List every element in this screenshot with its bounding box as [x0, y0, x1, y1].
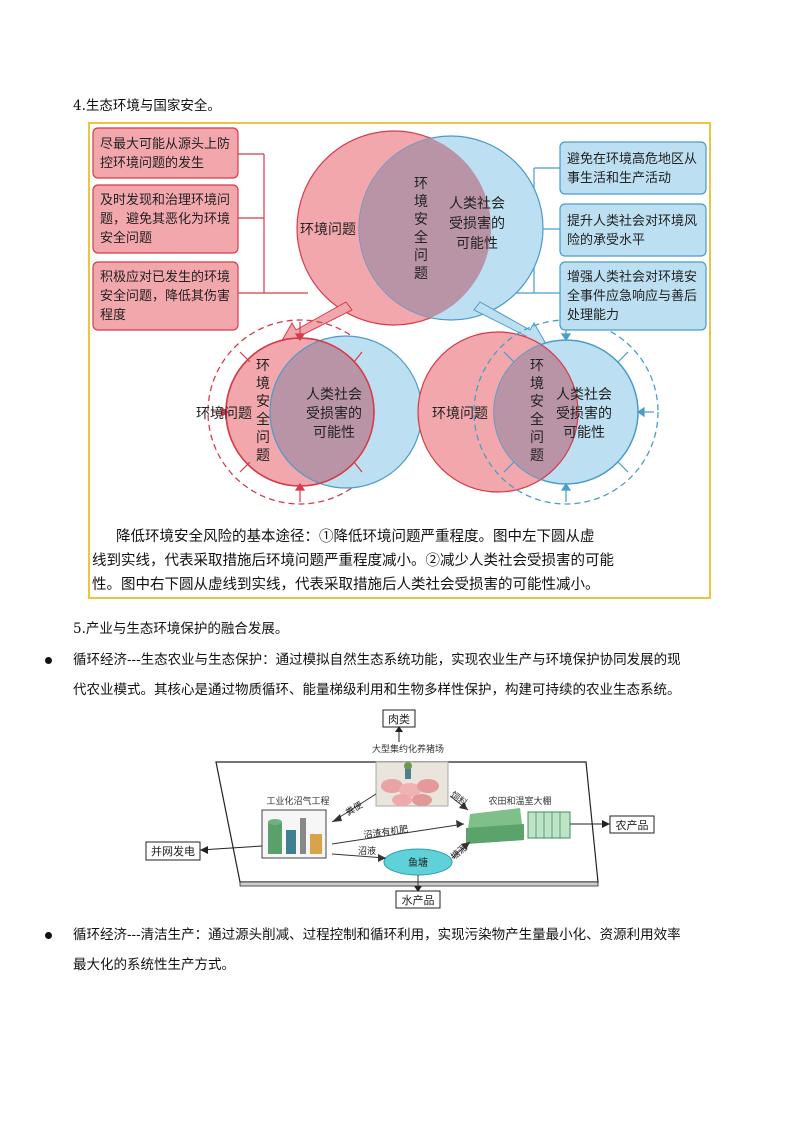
aquatic-products-box	[395, 890, 441, 909]
biogas-plant-illustration	[261, 809, 327, 859]
bullet2-line-2: 最大化的系统性生产方式。	[73, 957, 235, 973]
human-risk-top-line-2: 受损害的	[449, 216, 505, 232]
human-risk-top-line-1: 人类社会	[449, 196, 505, 212]
br-inward-arrows	[503, 322, 654, 502]
section5-heading: 5.产业与生态环境保护的融合发展。	[73, 621, 289, 637]
human-risk-top-line-3: 可能性	[456, 236, 498, 252]
overlap-char-bl-2: 境	[256, 376, 270, 392]
overlap-br	[494, 340, 578, 484]
overlap-char-top-4: 全	[414, 229, 428, 246]
diagram1-caption: 降低环境安全风险的基本途径：①降低环境问题严重程度。图中左下圆从虚 线到实线，代…	[92, 527, 614, 593]
human-risk-br-line-1: 人类社会	[556, 387, 612, 403]
biogas-label: 工业化沼气工程	[266, 795, 329, 807]
overlap-char-br-4: 全	[530, 411, 544, 428]
human-risk-br-line-3: 可能性	[563, 425, 605, 441]
overlap-char-br-2: 境	[530, 376, 544, 392]
meat-label: 肉类	[388, 712, 410, 726]
right-measure-boxes	[559, 141, 707, 331]
right-box-1-line-2: 事生活和生产活动	[567, 171, 671, 186]
overlap-char-br-1: 环	[530, 358, 544, 374]
left-box-2-line-2: 题，避免其恶化为环境	[100, 212, 230, 227]
agri-products-label: 农产品	[616, 818, 649, 832]
overlap-char-br-6: 题	[530, 448, 544, 464]
right-box-3-line-1: 增强人类社会对环境安	[567, 269, 697, 285]
overlap-char-bl-3: 安	[256, 394, 270, 410]
overlap-char-bl-4: 全	[256, 411, 270, 428]
left-measure-boxes	[92, 127, 239, 331]
right-box-1-line-1: 避免在环境高危地区从	[567, 151, 697, 167]
right-box-3-line-2: 全事件应急响应与善后	[567, 288, 697, 304]
environment-security-diagram: 尽最大可能从源头上防 控环境问题的发生 及时发现和治理环境问 题，避免其恶化为环…	[88, 122, 711, 599]
caption-line-2: 线到实线，代表采取措施后环境问题严重程度减小。②减少人类社会受损害的可能	[92, 551, 614, 569]
pig-farm-label: 大型集约化养猪场	[372, 743, 444, 755]
section4-heading: 4.生态环境与国家安全。	[73, 98, 221, 114]
overlap-char-top-2: 境	[414, 194, 428, 210]
overlap-char-top-6: 题	[414, 266, 428, 282]
overlap-char-top-5: 问	[414, 248, 428, 264]
left-box-1-line-1: 尽最大可能从源头上防	[100, 136, 230, 152]
pig-farm-illustration	[375, 761, 449, 807]
farmland-illustration	[466, 808, 571, 844]
right-box-2-line-2: 险的承受水平	[567, 232, 645, 248]
left-box-2-line-1: 及时发现和治理环境问	[100, 192, 230, 208]
left-box-2-line-3: 安全问题	[100, 230, 152, 246]
eco-agriculture-diagram: 肉类 大型集约化养猪场 工业化沼气工程 农田和温室大棚 鱼塘	[145, 709, 655, 909]
env-problem-label-top: 环境问题	[300, 222, 356, 238]
grid-power-label: 并网发电	[151, 844, 195, 858]
bullet1-line-2: 代农业模式。其核心是通过物质循环、能量梯级利用和生物多样性保护，构建可持续的农业…	[73, 682, 681, 698]
bl-inward-arrows	[212, 322, 363, 502]
left-box-3-line-3: 程度	[100, 307, 126, 323]
overlap-char-bl-1: 环	[256, 358, 270, 374]
overlap-bl	[270, 338, 374, 486]
agri-products-box	[609, 815, 655, 834]
left-box-texts: 尽最大可能从源头上防 控环境问题的发生 及时发现和治理环境问 题，避免其恶化为环…	[100, 136, 230, 323]
left-connectors	[238, 153, 308, 294]
right-box-texts: 避免在环境高危地区从 事生活和生产活动 提升人类社会对环境风 险的承受水平 增强…	[567, 151, 697, 323]
overlap-char-br-3: 安	[530, 394, 544, 410]
env-problem-label-bl: 环境问题	[196, 406, 252, 422]
overlap-char-bl-6: 题	[256, 448, 270, 464]
pond-label: 鱼塘	[408, 856, 428, 869]
right-box-2-line-1: 提升人类社会对环境风	[567, 213, 697, 229]
biogas-liquid-label: 沼液	[358, 845, 376, 857]
overlap-char-bl-5: 问	[256, 430, 270, 446]
bullet2-line-1: 循环经济---清洁生产：通过源头削减、过程控制和循环利用，实现污染物产生量最小化…	[73, 927, 681, 943]
bullet1-line-1: 循环经济---生态农业与生态保护：通过模拟自然生态系统功能，实现农业生产与环境保…	[73, 652, 681, 668]
left-box-3-line-2: 安全问题，降低其伤害	[100, 288, 230, 304]
overlap-char-br-5: 问	[530, 430, 544, 446]
overlap-char-top-3: 安	[414, 212, 428, 228]
left-box-1-line-2: 控环境问题的发生	[100, 155, 204, 171]
bullet-dot	[45, 932, 52, 939]
human-risk-br-line-2: 受损害的	[556, 406, 612, 422]
overlap-char-top-1: 环	[414, 176, 428, 192]
left-box-3-line-1: 积极应对已发生的环境	[100, 269, 230, 285]
grid-power-box	[145, 841, 201, 861]
caption-line-3: 性。图中右下圆从虚线到实线，代表采取措施后人类社会受损害的可能性减小。	[92, 576, 600, 593]
human-risk-bl-line-1: 人类社会	[306, 387, 362, 403]
caption-line-1: 降低环境安全风险的基本途径：①降低环境问题严重程度。图中左下圆从虚	[116, 527, 595, 545]
right-box-3-line-3: 处理能力	[567, 308, 619, 323]
farmland-label: 农田和温室大棚	[488, 795, 551, 807]
env-problem-label-br: 环境问题	[432, 406, 488, 422]
aquatic-products-label: 水产品	[402, 893, 435, 907]
human-risk-bl-line-3: 可能性	[313, 425, 355, 441]
bullet-dot	[45, 657, 52, 664]
overlap-top	[359, 136, 491, 320]
human-risk-bl-line-2: 受损害的	[306, 406, 362, 422]
